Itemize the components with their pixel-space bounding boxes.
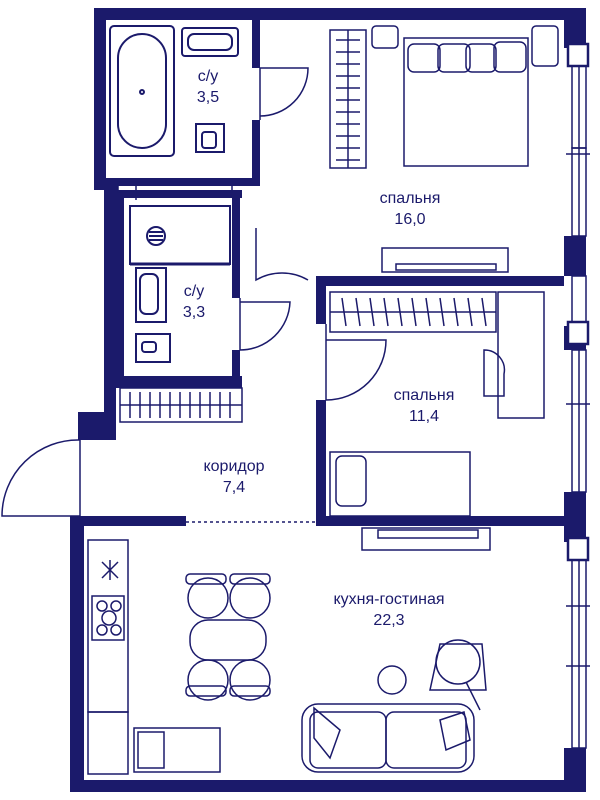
bed-icon	[403, 37, 529, 167]
cabinet-top	[117, 181, 233, 200]
room-area: 3,5	[196, 89, 220, 106]
wardrobe-bedroom1	[329, 29, 367, 169]
room-name: спальня	[379, 190, 441, 207]
room-area: 3,3	[182, 304, 206, 321]
sofa-icon	[301, 703, 475, 773]
room-name: кухня-гостиная	[333, 591, 445, 608]
room-label-bedroom-2: спальня 11,4	[394, 385, 455, 427]
radiator-1	[381, 247, 509, 273]
radiator-2	[361, 527, 491, 551]
sink-icon	[181, 27, 239, 57]
room-area: 11,4	[409, 408, 439, 425]
room-area: 7,4	[222, 479, 246, 496]
doors	[1, 67, 387, 523]
bed-2-icon	[329, 451, 471, 517]
room-area: 22,3	[373, 612, 405, 629]
room-name: коридор	[203, 458, 265, 475]
kitchen-counter	[87, 539, 221, 775]
interior-walls	[94, 20, 564, 526]
room-label-kitchen-living: кухня-гостиная 22,3	[333, 589, 444, 631]
room-name: с/у	[183, 283, 205, 300]
outer-walls	[70, 8, 586, 792]
shower-icon	[129, 205, 231, 266]
armchair-icon	[429, 639, 487, 711]
toilet-icon	[195, 123, 225, 153]
room-name: с/у	[197, 68, 219, 85]
wardrobe-bedroom2	[329, 291, 497, 333]
side-table-icon	[377, 665, 407, 695]
wardrobe-corridor	[119, 387, 243, 423]
desk-icon	[483, 291, 545, 419]
nightstand-icon	[371, 25, 559, 67]
room-label-bedroom-1: спальня 16,0	[380, 188, 441, 230]
room-label-bath-2: с/у 3,3	[183, 281, 205, 323]
room-name: спальня	[393, 387, 455, 404]
room-label-corridor: коридор 7,4	[203, 456, 264, 498]
room-label-bath-1: с/у 3,5	[197, 66, 219, 108]
dining-table-icon	[185, 573, 271, 701]
windows	[566, 42, 590, 749]
bathtub-icon	[109, 25, 175, 157]
room-area: 16,0	[394, 211, 426, 228]
sink-2-icon	[135, 267, 167, 323]
toilet-2-icon	[135, 333, 171, 363]
